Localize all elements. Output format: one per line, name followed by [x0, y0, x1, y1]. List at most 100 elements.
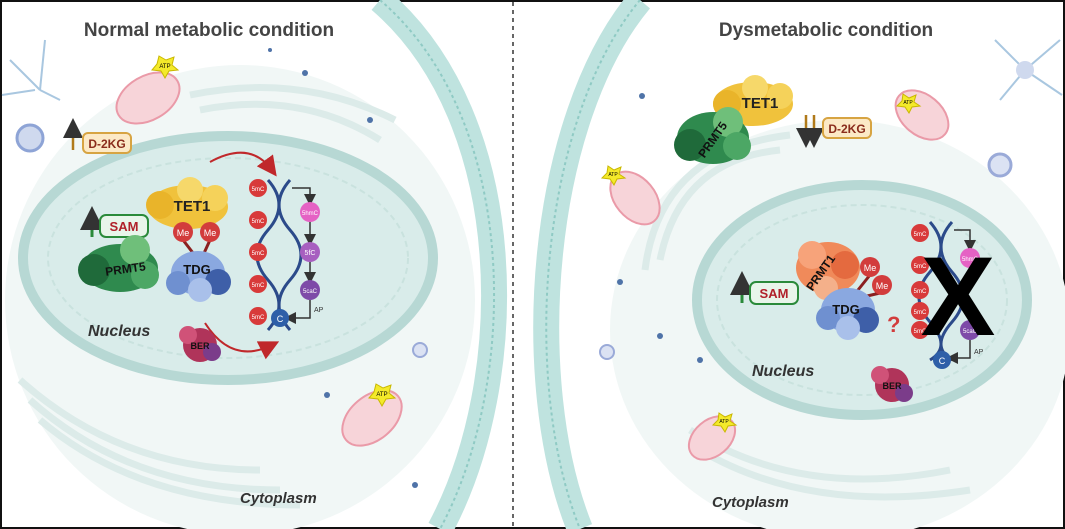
- right-title: Dysmetabolic condition: [719, 20, 933, 41]
- 5mc-label: 5mC: [914, 232, 927, 238]
- methyl-group: [200, 222, 220, 242]
- tet1-label: TET1: [742, 95, 779, 112]
- endoplasmic-reticulum: [17, 84, 397, 509]
- 5mc-marker: [911, 302, 929, 320]
- atp-label: ATP: [159, 64, 170, 70]
- mitochondrion: ATP: [600, 165, 661, 226]
- ber-label: BER: [190, 341, 210, 351]
- ber-protein: BER: [871, 366, 913, 402]
- me-label: Me: [204, 228, 217, 238]
- 5mc-marker: [249, 211, 267, 229]
- 5mc-marker: [911, 281, 929, 299]
- tdg-label: TDG: [832, 302, 859, 317]
- 5mc-marker: [911, 256, 929, 274]
- atp-label: ATP: [608, 172, 618, 178]
- 5mc-label: 5mC: [914, 329, 927, 335]
- tdg-protein: TDG: [816, 288, 879, 340]
- cytoplasm-label: Cytoplasm: [240, 490, 317, 507]
- pathway-block-mark: X: [921, 234, 996, 359]
- 5hmc-marker: [960, 248, 980, 268]
- cell-membrane-beads: [545, 0, 641, 529]
- atp-label: ATP: [376, 392, 387, 398]
- tet1-label: TET1: [174, 198, 211, 215]
- mitochondrion: ATP: [894, 89, 950, 141]
- left-panel: Normal metabolic condition ATP ATP D-2KG: [1, 0, 508, 529]
- ap-label: AP: [314, 307, 324, 314]
- 5mc-label: 5mC: [914, 264, 927, 270]
- 5hmc-label: 5hmC: [302, 211, 319, 217]
- prmt1-protein: PRMT1: [796, 241, 860, 300]
- 5cac-marker: [300, 280, 320, 300]
- tdg-protein: TDG: [166, 251, 231, 302]
- 5mc-marker: [249, 307, 267, 325]
- d2kg-down: D-2KG: [796, 115, 872, 148]
- atp-label: ATP: [903, 100, 913, 106]
- 5mc-label: 5mC: [914, 289, 927, 295]
- 5mc-label: 5mC: [252, 315, 265, 321]
- 5mc-label: 5mC: [914, 310, 927, 316]
- prmt5-protein: PRMT5: [78, 235, 159, 292]
- neuron-body: [1016, 61, 1034, 79]
- 5cac-label: 5caC: [963, 329, 978, 335]
- ap-label: AP: [974, 349, 984, 356]
- 5hmc-marker: [300, 202, 320, 222]
- d2kg-label: D-2KG: [828, 122, 865, 136]
- prmt5-protein: PRMT5: [674, 107, 751, 164]
- prmt5-label: PRMT5: [104, 259, 147, 279]
- mitochondrion: ATP: [687, 412, 738, 461]
- mitochondrion: ATP: [115, 55, 181, 125]
- cell-membrane-beads: [379, 0, 496, 529]
- me-label: Me: [864, 263, 877, 273]
- 5fc-marker: [300, 242, 320, 262]
- 5mc-label: 5mC: [252, 283, 265, 289]
- cytoplasm-label: Cytoplasm: [712, 494, 789, 511]
- ber-label: BER: [882, 381, 902, 391]
- methyl-group: [860, 257, 880, 277]
- sam-up: SAM: [80, 206, 149, 238]
- 5fc-label: 5fC: [305, 250, 316, 257]
- demethylation-pathway: 5hmC 5caC AP C: [933, 229, 984, 369]
- c-marker: [933, 351, 951, 369]
- neuron-decoration: [1, 39, 61, 101]
- tet1-to-dna-arrow: [209, 151, 277, 177]
- chromatin: [716, 204, 1008, 396]
- metabolite-dots: [268, 48, 418, 488]
- d2kg-up: D-2KG: [63, 118, 132, 154]
- 5cac-marker: [960, 320, 980, 340]
- nucleus-label: Nucleus: [88, 323, 150, 340]
- me-label: Me: [876, 281, 889, 291]
- sam-label: SAM: [110, 219, 139, 234]
- 5mc-label: 5mC: [252, 251, 265, 257]
- 5mc-list: 5mC 5mC 5mC 5mC 5mC: [911, 224, 929, 339]
- 5mc-label: 5mC: [252, 187, 265, 193]
- 5mc-list: 5mC 5mC 5mC 5mC 5mC: [249, 179, 267, 325]
- ber-to-dna-arrow: [204, 322, 280, 360]
- 5hmc-label: 5hmC: [962, 257, 979, 263]
- vesicle: [599, 344, 615, 360]
- ber-protein: BER: [179, 326, 221, 362]
- me-label: Me: [177, 228, 190, 238]
- atp-label: ATP: [719, 419, 729, 425]
- methyl-group: [872, 275, 892, 295]
- mitochondrion: ATP: [341, 383, 403, 447]
- metabolite-dots: [617, 93, 703, 363]
- tdg-label: TDG: [183, 262, 210, 277]
- vesicle: [987, 152, 1013, 178]
- sam-label: SAM: [760, 286, 789, 301]
- right-panel: Dysmetabolic condition ATP ATP ATP TET1: [533, 0, 1065, 529]
- 5cac-label: 5caC: [303, 289, 318, 295]
- 5mc-marker: [249, 243, 267, 261]
- nucleus-label: Nucleus: [752, 363, 814, 380]
- 5mc-marker: [911, 321, 929, 339]
- tet1-protein: TET1: [146, 177, 228, 229]
- chromatin: [47, 157, 409, 359]
- question-mark: ?: [887, 312, 900, 337]
- 5mc-marker: [249, 179, 267, 197]
- nucleus: [18, 131, 438, 385]
- d2kg-label: D-2KG: [88, 137, 125, 151]
- c-label: C: [939, 356, 946, 366]
- 5mc-label: 5mC: [252, 219, 265, 225]
- vesicle: [412, 342, 428, 358]
